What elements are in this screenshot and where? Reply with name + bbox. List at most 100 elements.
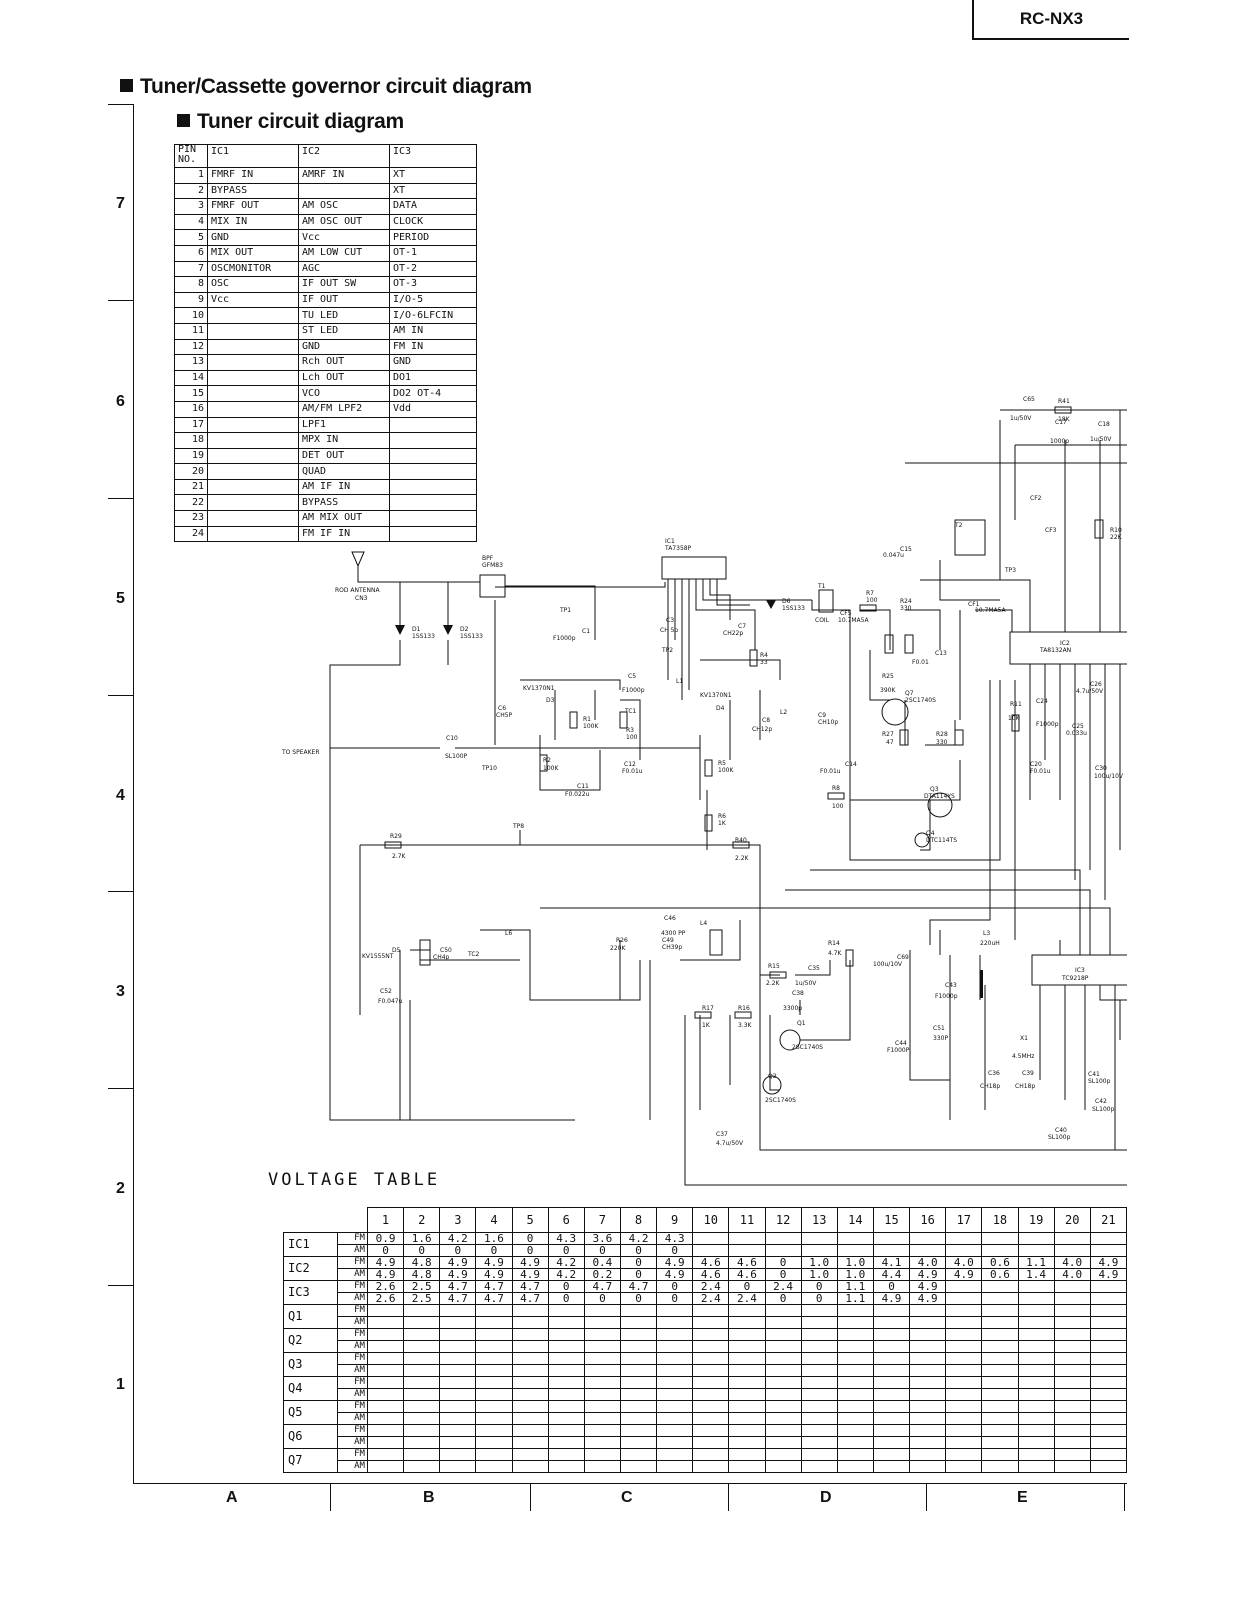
voltage-cell [1017,1352,1055,1365]
voltage-cell [692,1400,730,1413]
column-marker: C [621,1489,633,1506]
voltage-cell [981,1436,1019,1449]
ic1-label: IC1 [665,538,675,545]
voltage-cell [619,1376,658,1389]
voltage-cell [945,1424,983,1437]
c7-value: CH22p [723,630,743,637]
voltage-cell: 0.6 [981,1256,1019,1269]
voltage-cell: 4.9 [475,1268,513,1281]
voltage-cell [692,1364,730,1377]
voltage-cell [583,1388,621,1401]
voltage-cell [439,1412,477,1425]
voltage-cell [981,1316,1019,1329]
pin-table-header-cell: IC3 [389,144,477,168]
r28-value: 330 [936,739,948,746]
c25-label: C25 [1072,723,1084,730]
voltage-cell [836,1316,874,1329]
c37-value: 4.7u/50V [716,1140,744,1147]
voltage-cell: 0 [800,1292,838,1305]
c20-label: C20 [1030,761,1042,768]
c7-label: C7 [738,623,746,630]
voltage-cell [583,1364,621,1377]
voltage-cell [439,1448,477,1461]
voltage-cell: 4.9 [1089,1268,1127,1281]
c38-value: 3300p [783,1005,802,1012]
voltage-cell [909,1424,947,1437]
voltage-cell [692,1316,730,1329]
voltage-cell [619,1316,658,1329]
voltage-cell [1053,1424,1091,1437]
voltage-cell [764,1448,802,1461]
q7-label: Q7 [905,690,914,697]
r17-value: 1K [702,1022,711,1029]
voltage-cell: 4.9 [475,1256,513,1269]
voltage-cell [836,1352,874,1365]
c26-label: C26 [1090,681,1102,688]
voltage-mode: FM [337,1376,368,1389]
voltage-cell [1053,1460,1091,1473]
r5-label: R5 [718,760,726,767]
model-number: RC-NX3 [972,0,1129,40]
voltage-cell: 0 [764,1268,802,1281]
voltage-cell: 4.9 [366,1268,405,1281]
voltage-cell: 0 [800,1280,838,1293]
voltage-cell [583,1448,621,1461]
voltage-cell [692,1328,730,1341]
voltage-cell [1089,1280,1127,1293]
voltage-cell: 4.9 [1089,1256,1127,1269]
c10-label: C10 [446,735,458,742]
voltage-cell: 4.9 [656,1256,694,1269]
voltage-cell [1017,1340,1055,1353]
voltage-cell [872,1340,911,1353]
voltage-cell: 2.4 [692,1292,730,1305]
voltage-cell [692,1352,730,1365]
table-row: AM [284,1388,1127,1401]
voltage-cell: 4.0 [909,1256,947,1269]
voltage-cell: 0.4 [583,1256,621,1269]
voltage-cell [366,1448,405,1461]
voltage-cell: 0 [475,1244,513,1257]
voltage-cell [547,1316,585,1329]
voltage-cell [836,1448,874,1461]
r17-label: R17 [702,1005,714,1012]
c18-label: C18 [1098,421,1110,428]
c40-label: C40 [1055,1127,1067,1134]
voltage-cell [511,1376,549,1389]
voltage-cell [403,1328,441,1341]
voltage-cell [945,1364,983,1377]
page-title-text: Tuner/Cassette governor circuit diagram [140,75,532,98]
voltage-cell [511,1436,549,1449]
ic1-part: TA7358P [664,545,692,552]
voltage-cell [945,1244,983,1257]
voltage-cell: 4.8 [403,1256,441,1269]
d4-label: D4 [716,705,725,712]
d6-part: 1SS133 [782,605,805,612]
voltage-mode: AM [337,1436,368,1449]
voltage-cell: 0 [619,1244,658,1257]
voltage-cell [764,1400,802,1413]
voltage-cell [366,1436,405,1449]
voltage-cell [511,1424,549,1437]
voltage-cell [583,1376,621,1389]
voltage-cell: 0 [547,1280,585,1293]
voltage-cell [511,1316,549,1329]
voltage-cell [872,1328,911,1341]
voltage-cell [511,1328,549,1341]
voltage-cell [981,1388,1019,1401]
voltage-cell [1089,1352,1127,1365]
voltage-cell [1053,1304,1091,1317]
voltage-cell [1017,1412,1055,1425]
voltage-column-header: 21 [1089,1207,1127,1233]
voltage-cell: 0 [619,1292,658,1305]
q1-part: 2SC1740S [792,1044,823,1051]
voltage-cell [692,1376,730,1389]
voltage-cell [547,1388,585,1401]
r7-value: 100 [866,597,878,604]
